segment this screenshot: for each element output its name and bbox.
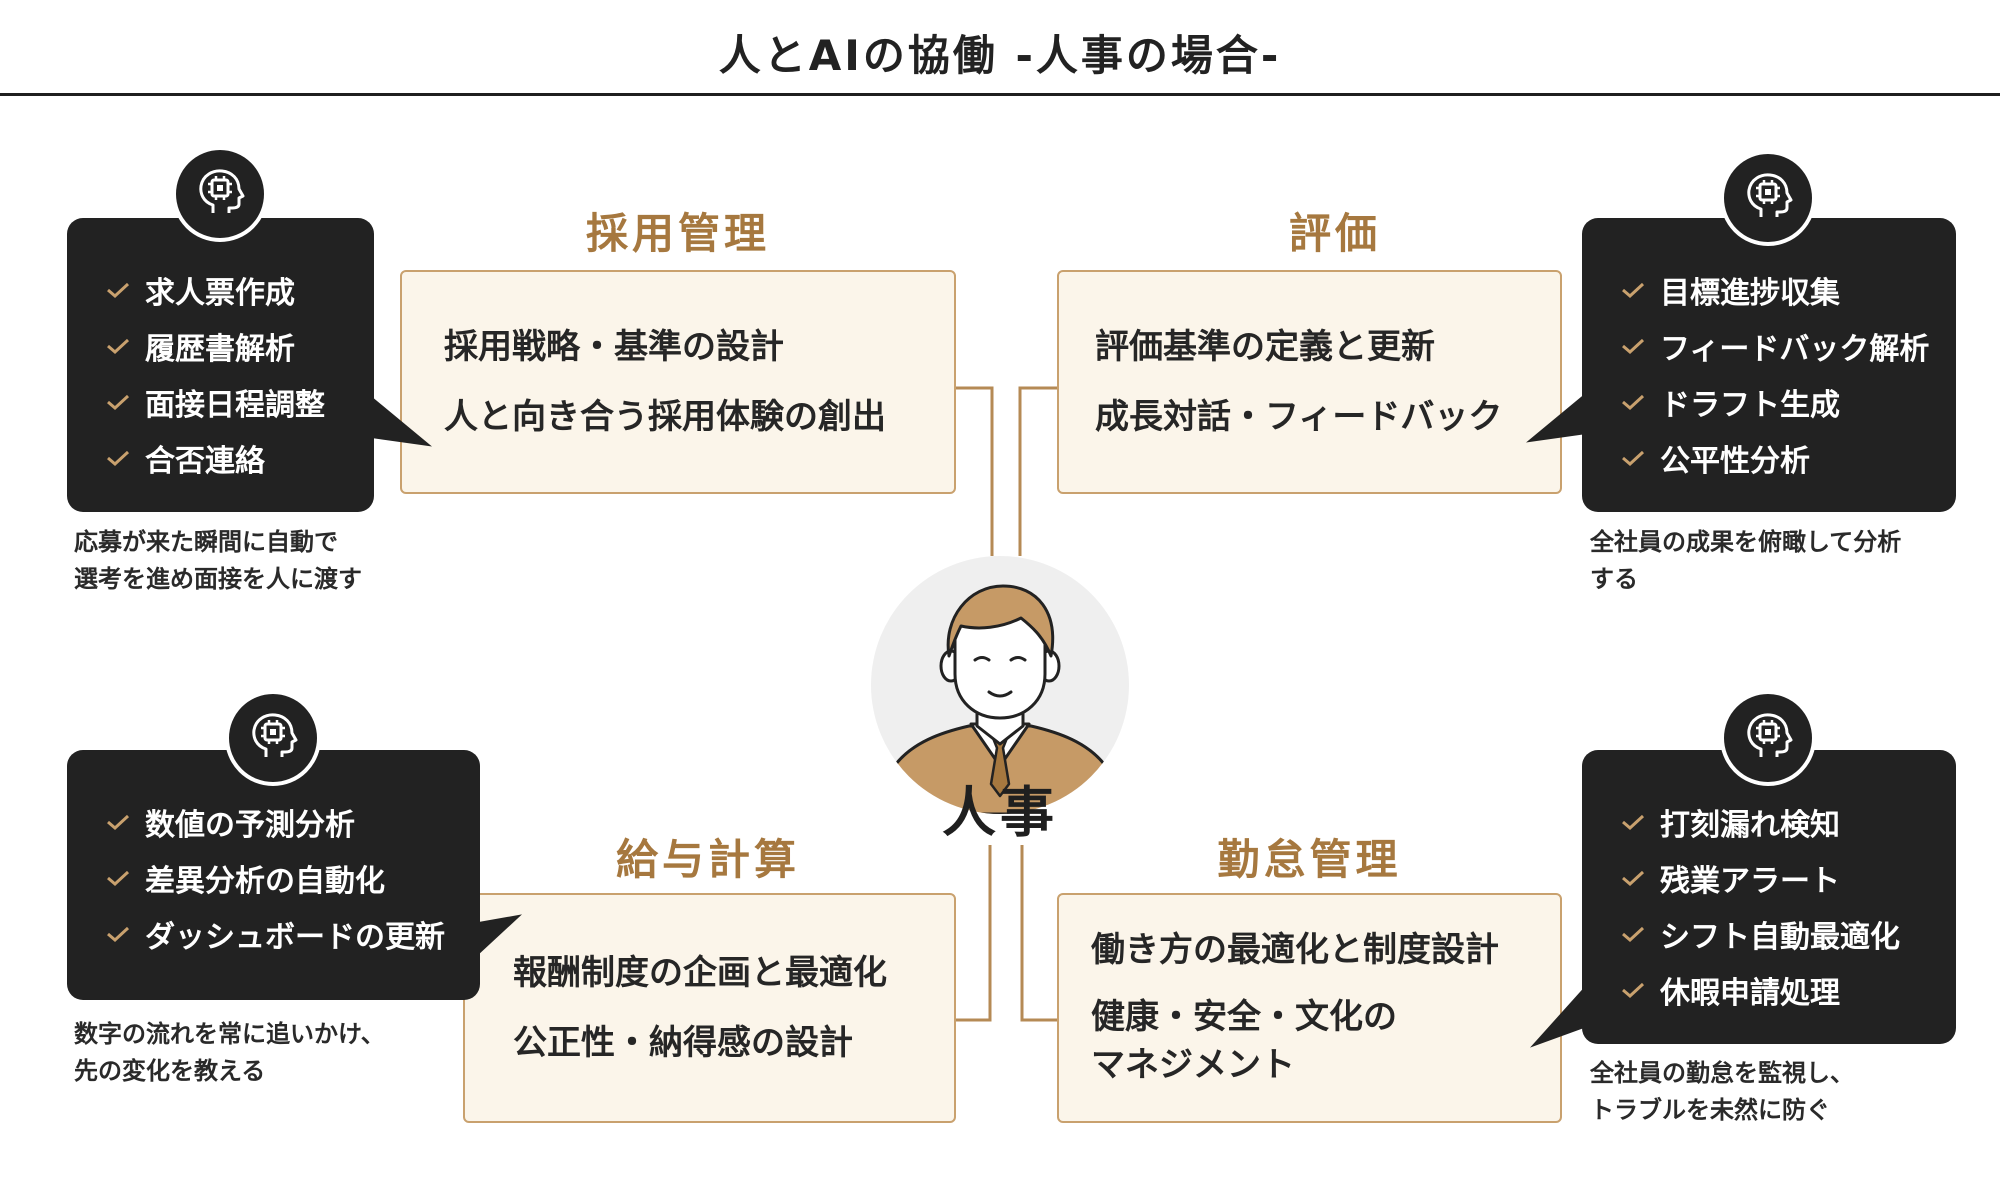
section-title-evaluation: 評価 [1288,209,1381,258]
check-icon [107,338,130,355]
ai-task-item: ドラフト生成 [1620,374,1956,430]
page-title: 人とAIの協働 -人事の場合- [718,31,1282,80]
connector-payroll [955,845,992,1022]
human-task: マネジメント [1091,1045,1295,1086]
check-icon [1622,450,1645,467]
caption-line: トラブルを未然に防ぐ [1590,1096,1830,1125]
human-task-box-recruiting: 採用戦略・基準の設計 人と向き合う採用体験の創出 [400,270,956,494]
caption-line: 全社員の成果を俯瞰して分析 [1590,528,1902,556]
human-task: 働き方の最適化と制度設計 [1091,930,1499,971]
check-icon [107,450,130,467]
ai-task-item: 面接日程調整 [105,374,374,430]
ai-task-item: ダッシュボードの更新 [105,906,480,962]
ai-task-item: 履歴書解析 [105,318,374,374]
human-task: 報酬制度の企画と最適化 [513,952,887,993]
hr-person-icon [891,584,1109,814]
ai-task-label: 休暇申請処理 [1660,976,1840,1011]
check-icon [1622,394,1645,411]
ai-task-label: 公平性分析 [1660,444,1810,479]
human-task: 評価基準の定義と更新 [1095,326,1435,367]
check-icon [107,282,130,299]
ai-caption-recruiting: 応募が来た瞬間に自動で 選考を進め面接を人に渡す [74,524,362,598]
caption-line: 選考を進め面接を人に渡す [74,565,362,594]
ai-task-item: フィードバック解析 [1620,318,1956,374]
ai-task-label: 残業アラート [1660,864,1840,899]
human-task: 成長対話・フィードバック [1095,397,1503,437]
ai-head-chip-icon [172,146,268,242]
check-icon [1622,282,1645,299]
ai-task-item: 合否連絡 [105,430,374,486]
ai-task-item: 求人票作成 [105,262,374,318]
human-task-box-attendance: 働き方の最適化と制度設計 健康・安全・文化の マネジメント [1057,893,1562,1123]
caption-line: する [1590,565,1638,594]
ai-task-label: ダッシュボードの更新 [145,920,445,955]
ai-caption-payroll: 数字の流れを常に追いかけ、 先の変化を教える [74,1016,385,1090]
connector-evaluation [1018,386,1057,556]
ai-task-card-recruiting: 求人票作成 履歴書解析 面接日程調整 合否連絡 [67,218,374,512]
human-task: 公正性・納得感の設計 [513,1023,853,1063]
check-icon [1622,814,1645,831]
ai-task-label: ドラフト生成 [1660,388,1840,423]
check-icon [1622,982,1645,999]
ai-caption-attendance: 全社員の勤怠を監視し、 トラブルを未然に防ぐ [1590,1055,1854,1129]
ai-task-item: 数値の予測分析 [105,794,480,850]
ai-task-label: フィードバック解析 [1660,332,1930,367]
ai-task-label: 履歴書解析 [145,332,295,367]
caption-line: 数字の流れを常に追いかけ、 [74,1020,385,1048]
ai-task-card-attendance: 打刻漏れ検知 残業アラート シフト自動最適化 休暇申請処理 [1582,750,1956,1044]
ai-task-item: 打刻漏れ検知 [1620,794,1956,850]
speech-pointer [1526,389,1590,443]
ai-head-chip-icon [225,690,321,786]
caption-line: 先の変化を教える [74,1057,266,1086]
caption-line: 応募が来た瞬間に自動で [74,528,338,556]
human-task: 採用戦略・基準の設計 [444,326,784,367]
check-icon [107,394,130,411]
ai-task-item: 目標進捗収集 [1620,262,1956,318]
ai-task-label: シフト自動最適化 [1660,920,1900,955]
ai-task-label: 面接日程調整 [145,388,325,423]
human-task: 人と向き合う採用体験の創出 [444,397,886,437]
check-icon [1622,926,1645,943]
check-icon [1622,338,1645,355]
section-title-attendance: 勤怠管理 [1217,835,1402,884]
ai-task-label: 差異分析の自動化 [145,864,385,899]
ai-task-item: 差異分析の自動化 [105,850,480,906]
connector-attendance [1020,845,1057,1022]
ai-task-label: 目標進捗収集 [1660,276,1840,311]
check-icon [107,926,130,943]
ai-task-label: 打刻漏れ検知 [1660,808,1840,843]
section-title-recruiting: 採用管理 [585,209,770,258]
ai-task-item: シフト自動最適化 [1620,906,1956,962]
ai-task-label: 合否連絡 [145,444,265,479]
hr-person-avatar [871,556,1129,814]
title-divider [0,93,2000,96]
ai-head-chip-icon [1720,150,1816,246]
ai-task-item: 公平性分析 [1620,430,1956,486]
ai-task-card-payroll: 数値の予測分析 差異分析の自動化 ダッシュボードの更新 [67,750,480,1000]
human-task: 健康・安全・文化の [1091,996,1397,1037]
speech-pointer [368,393,432,447]
check-icon [107,870,130,887]
ai-task-label: 求人票作成 [145,276,295,311]
human-task-box-evaluation: 評価基準の定義と更新 成長対話・フィードバック [1057,270,1562,494]
caption-line: 全社員の勤怠を監視し、 [1590,1059,1854,1087]
ai-task-item: 残業アラート [1620,850,1956,906]
ai-task-item: 休暇申請処理 [1620,962,1956,1018]
ai-task-label: 数値の予測分析 [145,808,355,843]
human-task-box-payroll: 報酬制度の企画と最適化 公正性・納得感の設計 [463,893,956,1123]
connector-recruiting [955,386,994,556]
ai-head-chip-icon [1720,690,1816,786]
ai-caption-evaluation: 全社員の成果を俯瞰して分析 する [1590,524,1901,598]
center-label: 人事 [942,781,1058,844]
ai-task-card-evaluation: 目標進捗収集 フィードバック解析 ドラフト生成 公平性分析 [1582,218,1956,512]
check-icon [1622,870,1645,887]
section-title-payroll: 給与計算 [615,835,800,884]
check-icon [107,814,130,831]
